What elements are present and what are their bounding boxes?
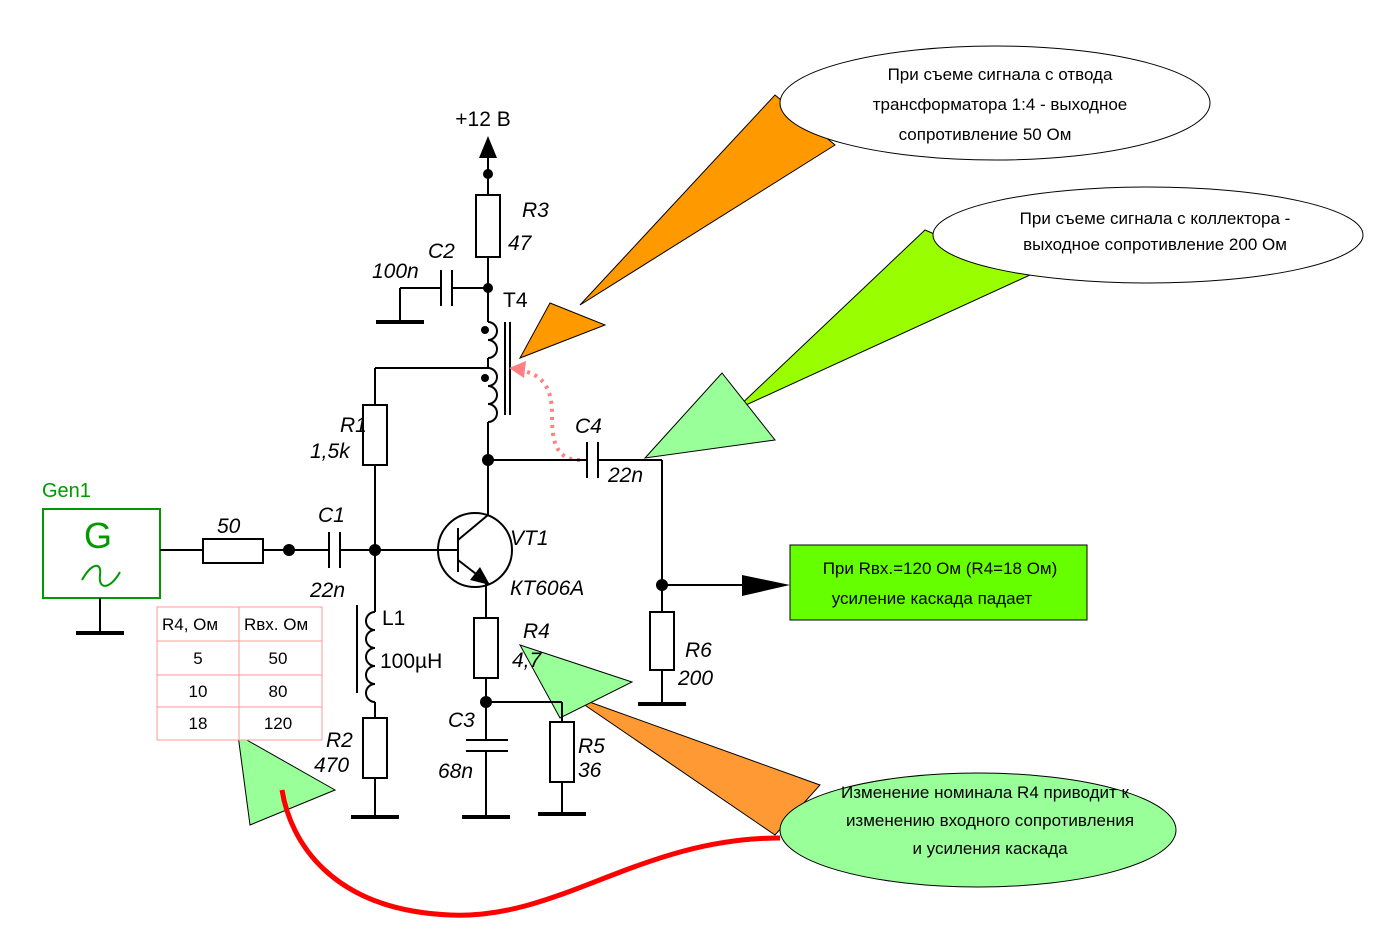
r-in-resistor: 50 [160, 515, 329, 564]
c4-value: 22n [607, 464, 643, 487]
table-header-rin: Rвх. Ом [244, 615, 308, 634]
gain-note-line-2: усиление каскада падает [832, 589, 1033, 608]
tap-dotted-arrow [519, 368, 581, 462]
gen1-generator: G Gen1 [42, 480, 161, 635]
c3-value: 68n [438, 760, 473, 783]
table-pointer [237, 734, 337, 826]
table-cell: 5 [193, 649, 202, 668]
r4-resistor: R4 4,7 [473, 617, 550, 740]
c3-name: C3 [448, 709, 475, 732]
r4-callout-line-2: изменению входного сопротивления [846, 811, 1134, 830]
supply-label: +12 В [455, 108, 510, 131]
vt1-type: КТ606А [510, 577, 584, 600]
c1-capacitor: C1 22n [309, 504, 438, 602]
table-header-r4: R4, Ом [162, 615, 218, 634]
r4-callout-line-3: и усиления каскада [912, 839, 1068, 858]
output-arrow [662, 575, 790, 596]
c4-name: C4 [575, 415, 602, 438]
tap-callout-line-3: сопротивление 50 Ом [899, 125, 1072, 144]
c1-value: 22n [309, 579, 345, 602]
r5-resistor: R5 36 [486, 701, 605, 816]
r2-name: R2 [326, 729, 353, 752]
r1-name: R1 [340, 414, 367, 437]
r3-name: R3 [522, 199, 549, 222]
r4-name: R4 [523, 620, 550, 643]
r1-resistor: R1 1,5k [310, 368, 388, 612]
vt1-name: VT1 [510, 527, 549, 550]
tap-callout-line-2: трансформатора 1:4 - выходное [873, 95, 1128, 114]
r4-rin-table: R4, Ом Rвх. Ом 5 50 10 80 18 120 [156, 606, 323, 741]
l1-name: L1 [382, 607, 405, 630]
red-curve-arrow [279, 789, 781, 918]
table-cell: 120 [264, 714, 292, 733]
t4-transformer: T4 [375, 289, 528, 510]
c1-name: C1 [318, 504, 345, 527]
r6-value: 200 [677, 667, 713, 690]
c3-capacitor: C3 68n [438, 709, 510, 819]
t4-name: T4 [503, 289, 528, 312]
r4-callout-line-1: Изменение номинала R4 приводит к [841, 783, 1129, 802]
r6-name: R6 [685, 639, 712, 662]
table-cell: 18 [189, 714, 208, 733]
c2-capacitor: C2 100n [372, 240, 488, 324]
gain-note-line-1: При Rвх.=120 Ом (R4=18 Ом) [823, 559, 1058, 578]
r2-resistor: R2 470 [314, 717, 399, 819]
tap-callout-line-1: При съеме сигнала с отвода [888, 65, 1113, 84]
r-in-value: 50 [217, 515, 241, 538]
gen-symbol: G [84, 515, 112, 556]
table-cell: 80 [269, 682, 288, 701]
gen-name: Gen1 [42, 480, 91, 502]
table-cell: 50 [269, 649, 288, 668]
l1-value: 100µH [380, 650, 442, 673]
r4-callout: Изменение номинала R4 приводит к изменен… [518, 644, 1177, 888]
tap-callout: При съеме сигнала с отвода трансформатор… [518, 45, 1211, 359]
r5-name: R5 [578, 735, 605, 758]
r2-value: 470 [314, 754, 349, 777]
table-cell: 10 [189, 682, 208, 701]
r1-value: 1,5k [310, 440, 351, 463]
r6-resistor: R6 200 [638, 611, 713, 706]
supply-rail: +12 В [455, 108, 511, 195]
collector-callout: При съеме сигнала с коллектора - выходно… [643, 186, 1364, 459]
r3-value: 47 [508, 232, 533, 255]
l1-inductor: L1 100µH [356, 605, 442, 718]
gain-note-box: При Rвх.=120 Ом (R4=18 Ом) усиление каск… [789, 544, 1088, 621]
r3-resistor: R3 47 [475, 194, 549, 322]
c2-name: C2 [428, 240, 455, 263]
c4-capacitor: C4 22n [482, 415, 668, 612]
collector-callout-line-2: выходное сопротивление 200 Ом [1023, 235, 1287, 254]
r4-value: 4,7 [512, 649, 543, 672]
vt1-transistor: VT1 КТ606А [437, 510, 584, 618]
c2-value: 100n [372, 260, 419, 283]
r5-value: 36 [578, 759, 602, 782]
collector-callout-line-1: При съеме сигнала с коллектора - [1020, 209, 1291, 228]
